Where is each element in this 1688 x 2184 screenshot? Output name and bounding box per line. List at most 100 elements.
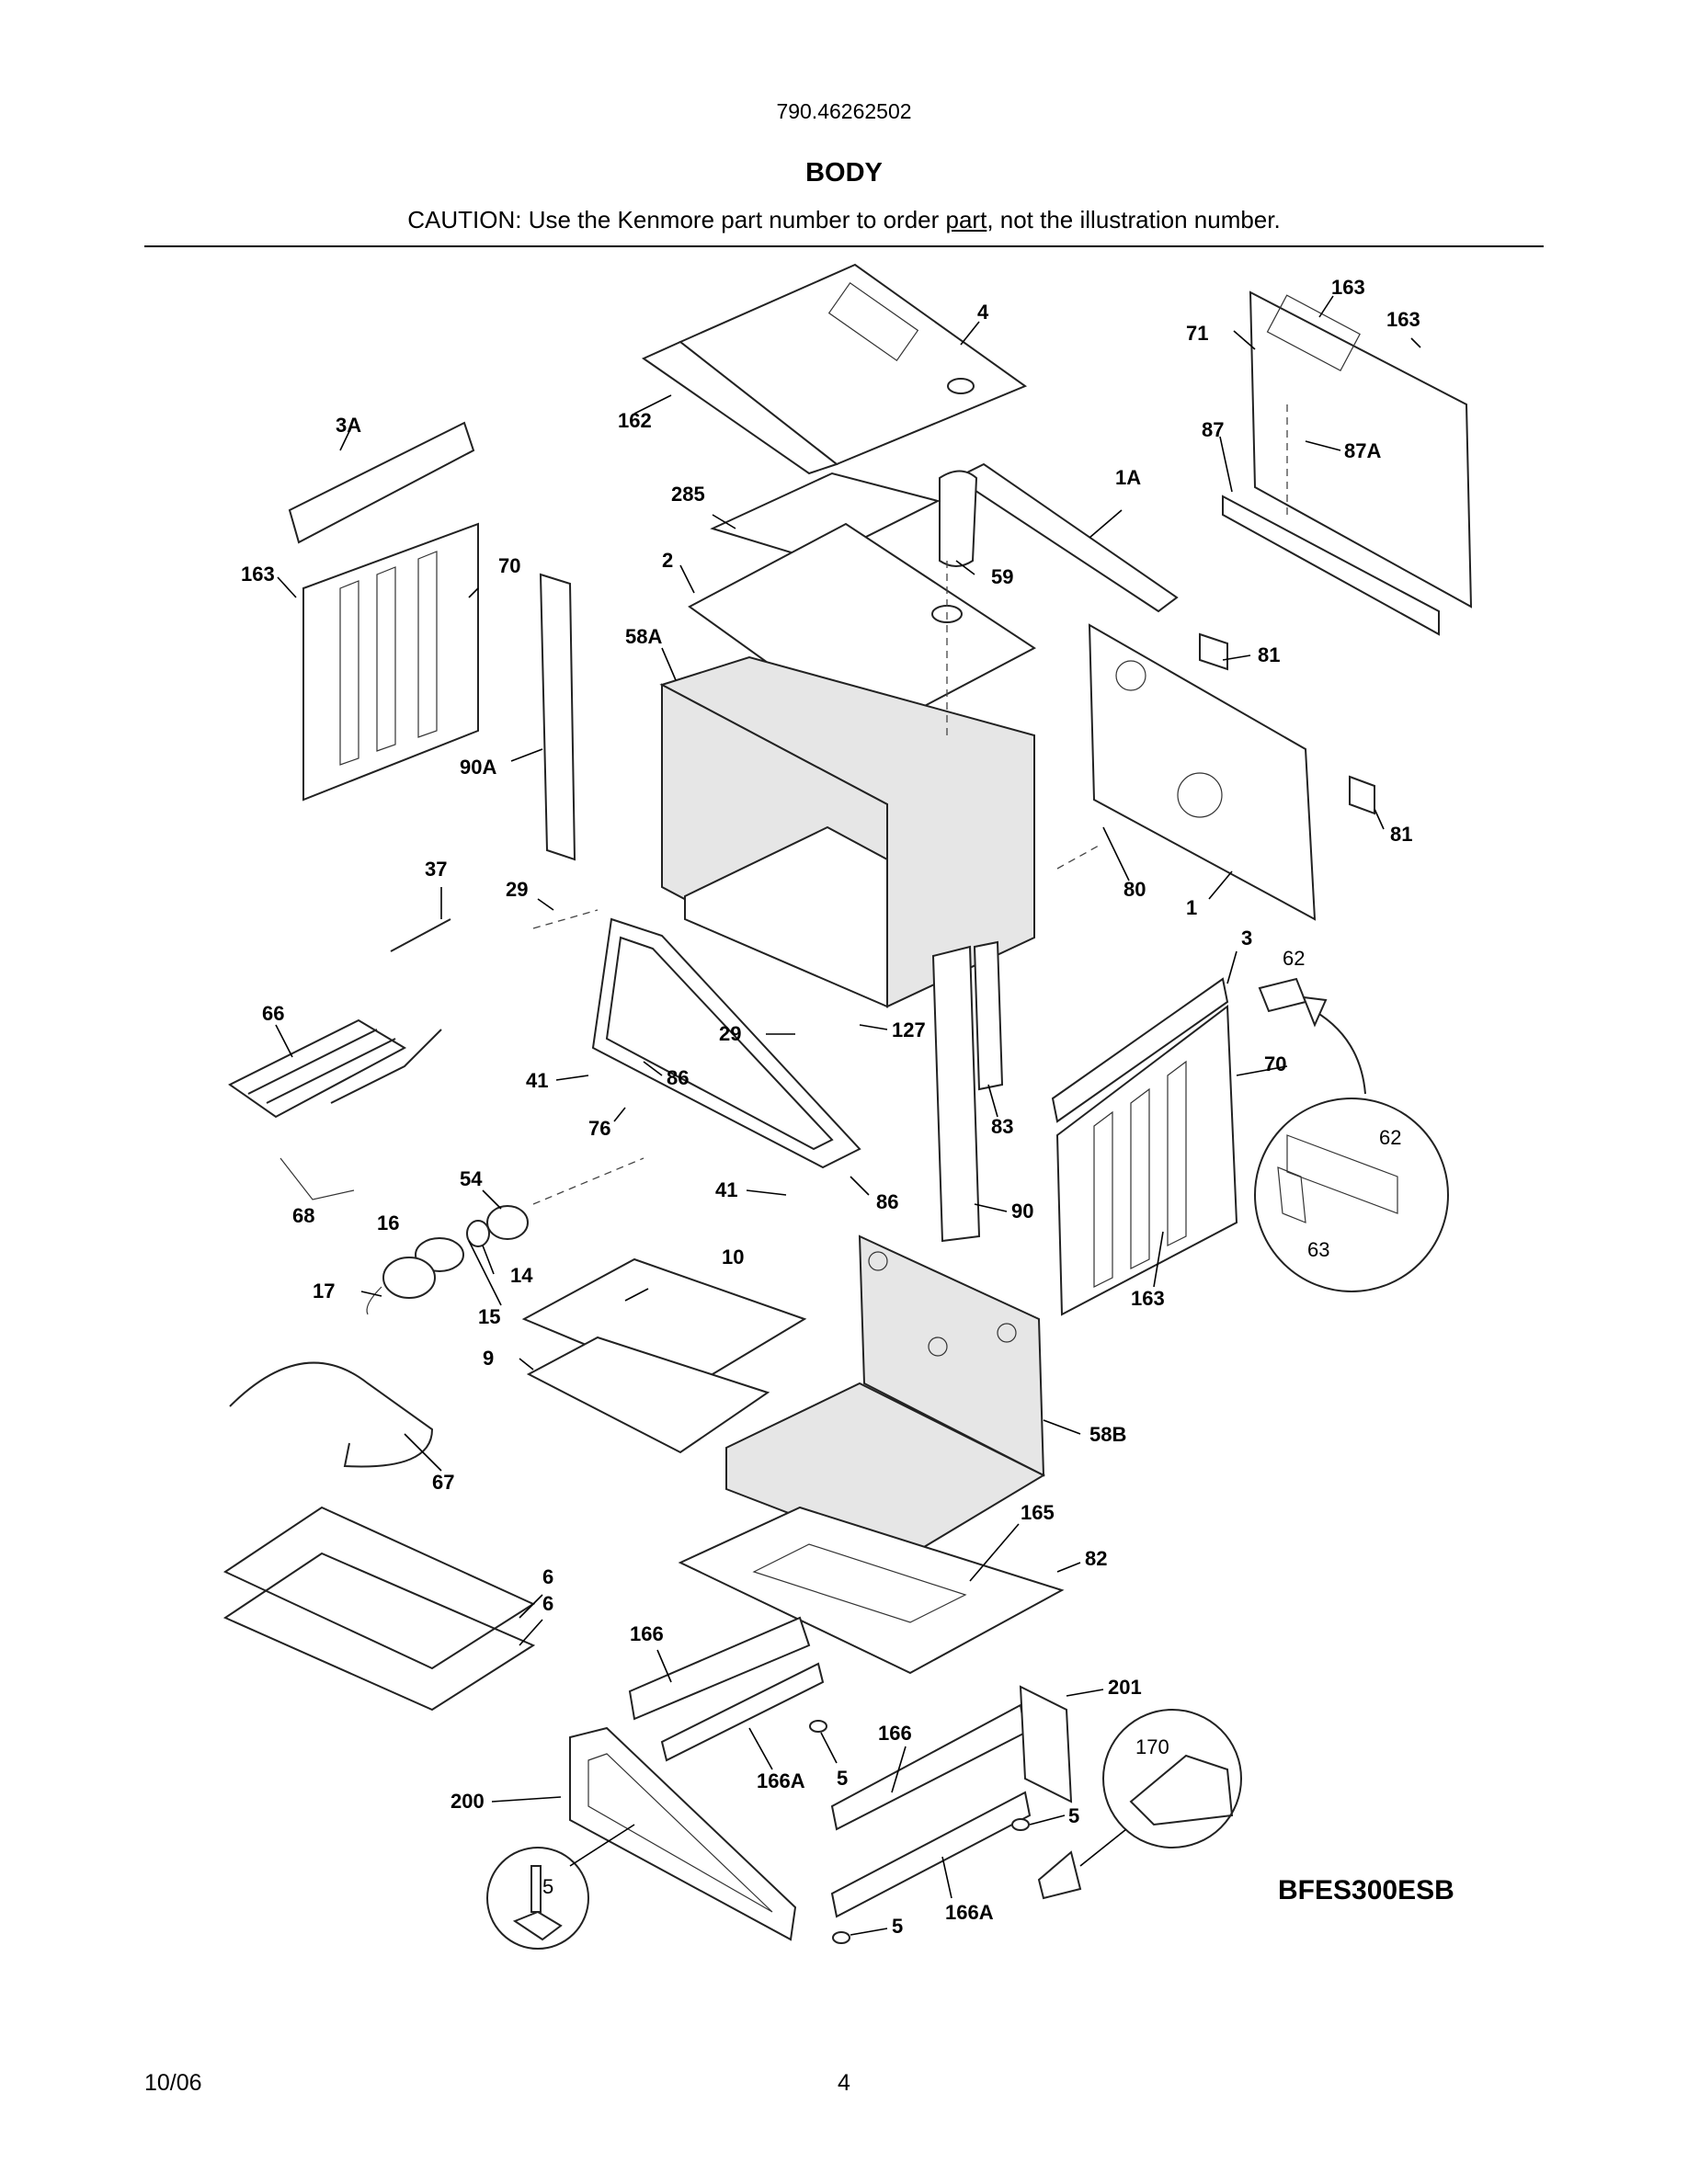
callout-163: 163 (1131, 1287, 1165, 1310)
callout-5: 5 (892, 1915, 903, 1938)
callout-71: 71 (1186, 322, 1208, 345)
drawer-rail-part-166A-right (830, 1791, 1032, 1918)
callout-127: 127 (892, 1018, 926, 1041)
callout-63: 63 (1307, 1238, 1329, 1261)
broil-pan-part-9 (526, 1336, 770, 1454)
callout-2: 2 (662, 549, 673, 572)
callout-70: 70 (498, 554, 520, 577)
callout-1: 1 (1186, 896, 1197, 919)
side-panel-part-70-right (1055, 1005, 1238, 1316)
callout-163: 163 (241, 563, 275, 586)
callout-68: 68 (292, 1204, 314, 1227)
side-trim-part-83 (973, 940, 1004, 1091)
side-trim-part-90 (931, 945, 981, 1243)
callout-170: 170 (1135, 1735, 1169, 1758)
top-panel-part-4 (641, 263, 1028, 475)
callout-166A: 166A (757, 1769, 805, 1792)
callout-16: 16 (377, 1211, 399, 1234)
callout-10: 10 (722, 1246, 744, 1268)
detail-circle-62-63 (1254, 995, 1449, 1292)
bracket-part-81-lower (1349, 775, 1375, 815)
terminal-block-part-62 (1258, 977, 1307, 1013)
callout-41: 41 (715, 1178, 737, 1201)
page-number: 4 (838, 2070, 850, 2096)
drawer-front-part-200 (569, 1726, 797, 1941)
callout-76: 76 (588, 1117, 610, 1140)
callout-6: 6 (542, 1565, 553, 1588)
side-panel-part-70-left (302, 522, 479, 802)
drawer-rail-part-166-left (628, 1616, 811, 1721)
bracket-part-3A (288, 421, 475, 544)
callout-90: 90 (1011, 1200, 1033, 1223)
callout-3: 3 (1241, 927, 1252, 950)
caution-text-end: , not the illustration number. (987, 206, 1281, 233)
callout-67: 67 (432, 1471, 454, 1494)
callout-29: 29 (719, 1022, 741, 1045)
callout-37: 37 (425, 858, 447, 881)
callout-9: 9 (483, 1347, 494, 1370)
lamp-assembly-parts-14-15-16-17-54 (366, 1205, 529, 1315)
callout-166A: 166A (945, 1901, 994, 1924)
callout-3A: 3A (336, 414, 361, 437)
rail-part-3 (1051, 977, 1229, 1123)
oven-rack-part-6-lower (222, 1552, 536, 1712)
callout-80: 80 (1123, 878, 1146, 901)
callout-labels: 4 162 163 163 71 87 87A 3A 163 70 285 1A… (241, 276, 1420, 1938)
callout-62: 62 (1379, 1126, 1401, 1149)
callout-201: 201 (1108, 1676, 1142, 1699)
section-title: BODY (805, 158, 883, 188)
bracket-part-81-upper (1199, 632, 1228, 671)
callout-81: 81 (1390, 823, 1412, 846)
callout-200: 200 (451, 1790, 485, 1813)
door-frame-part-76 (591, 917, 861, 1169)
caution-part-word: part (945, 206, 987, 233)
callout-1A: 1A (1115, 466, 1141, 489)
callout-83: 83 (991, 1115, 1013, 1138)
base-pan-part-82 (678, 1506, 1065, 1675)
callout-166: 166 (630, 1622, 664, 1645)
broil-element-part-67 (229, 1361, 434, 1468)
side-rail-part-90A (539, 573, 576, 861)
callout-163: 163 (1386, 308, 1420, 331)
callout-14: 14 (510, 1264, 533, 1287)
footer-date: 10/06 (144, 2070, 202, 2096)
model-number: 790.46262502 (776, 99, 912, 123)
callout-29: 29 (506, 878, 528, 901)
callout-163: 163 (1331, 276, 1365, 299)
callout-86: 86 (667, 1066, 689, 1089)
callout-86: 86 (876, 1190, 898, 1213)
back-top-panel-part-71 (1222, 290, 1473, 636)
callout-70: 70 (1264, 1052, 1286, 1075)
rear-panel-part-1 (1088, 623, 1317, 921)
callout-58A: 58A (625, 625, 662, 648)
header-rule (144, 245, 1544, 247)
callout-15: 15 (478, 1305, 500, 1328)
callout-90A: 90A (460, 756, 496, 779)
callout-87A: 87A (1344, 439, 1381, 462)
bake-element-part-66 (228, 1018, 442, 1119)
callout-58B: 58B (1089, 1423, 1126, 1446)
callout-87: 87 (1202, 418, 1224, 441)
callout-59: 59 (991, 565, 1013, 588)
callout-285: 285 (671, 483, 705, 506)
bracket-part-68 (279, 1157, 355, 1200)
callout-17: 17 (313, 1280, 335, 1302)
callout-5: 5 (837, 1767, 848, 1790)
leveling-leg-part-5 (809, 1720, 1030, 1944)
callout-4: 4 (977, 301, 989, 324)
callout-5: 5 (542, 1875, 553, 1898)
insulation-part-58B (725, 1234, 1046, 1560)
insulation-part-285 (710, 472, 941, 563)
detail-circle-170 (1037, 1709, 1242, 1900)
callout-162: 162 (618, 409, 652, 432)
detail-circle-5 (486, 1824, 635, 1950)
callout-166: 166 (878, 1722, 912, 1745)
callout-82: 82 (1085, 1547, 1107, 1570)
leader-lines (275, 295, 1421, 1936)
callout-62: 62 (1283, 947, 1305, 970)
callout-81: 81 (1258, 643, 1280, 666)
callout-54: 54 (460, 1167, 483, 1190)
callout-5: 5 (1068, 1804, 1079, 1827)
vent-duct-part-59 (939, 470, 978, 567)
